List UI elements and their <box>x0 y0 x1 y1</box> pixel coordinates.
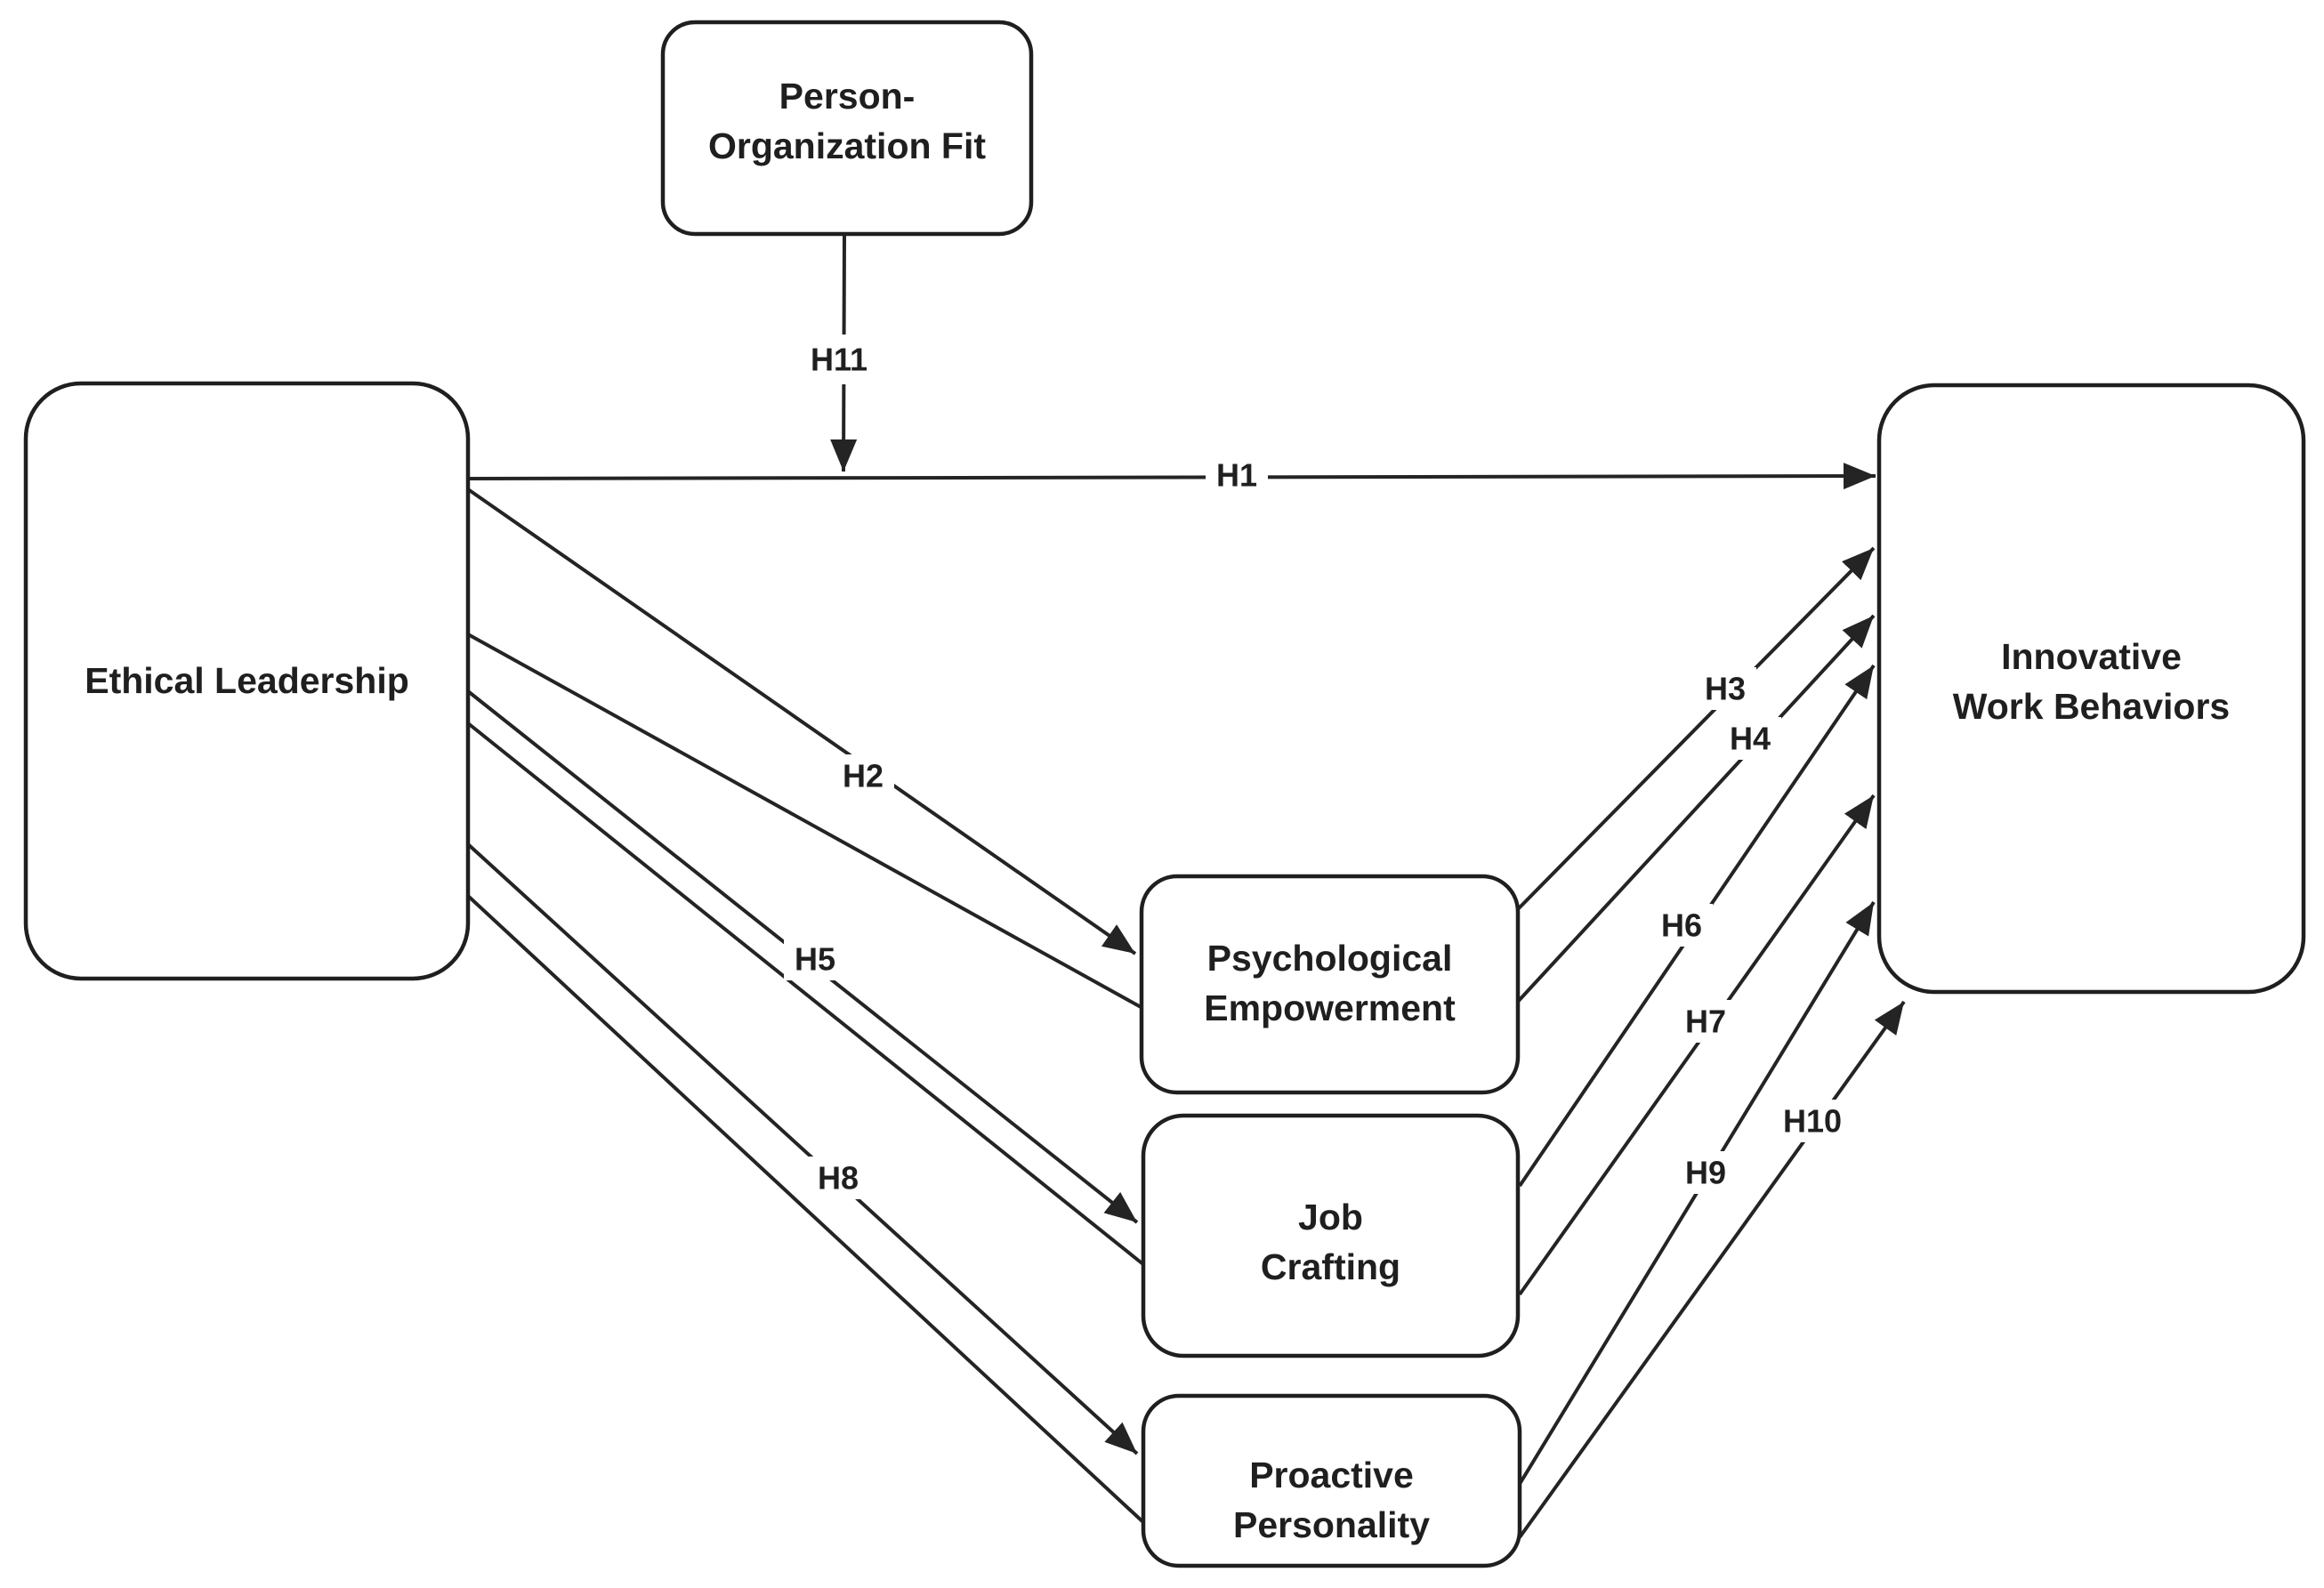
node-innovative-work-behaviors <box>1876 383 2306 995</box>
edge-label-bg-H2 <box>832 754 894 797</box>
edge-path-el-jc-2 <box>466 721 1146 1267</box>
edge-label-bg-H4 <box>1719 717 1781 760</box>
edge-path-el-pp-2 <box>466 894 1146 1525</box>
edge-H10 <box>1518 1000 1906 1539</box>
edge-label-H9: H9 <box>1685 1155 1726 1191</box>
edge-H7 <box>1518 794 1876 1296</box>
edge-H3 <box>1516 546 1876 911</box>
node-proactive-personality <box>1141 1393 1522 1568</box>
edge-label-H8: H8 <box>818 1160 859 1197</box>
edge-label-H7: H7 <box>1685 1004 1726 1040</box>
edge-H4 <box>1514 614 1876 1005</box>
edge-label-H6: H6 <box>1661 907 1702 944</box>
node-label-person-organization-fit: Person-Organization Fit <box>708 76 986 166</box>
edge-path-el-pe-2 <box>467 633 1143 1010</box>
edge-label-H10: H10 <box>1783 1103 1842 1140</box>
edge-label-bg-H5 <box>784 938 846 980</box>
edge-H8 <box>466 842 1139 1455</box>
edge-label-bg-H3 <box>1694 667 1756 710</box>
edge-label-H3: H3 <box>1705 671 1746 707</box>
edge-label-bg-H11 <box>797 335 881 384</box>
node-ethical-leadership <box>23 381 471 981</box>
edge-label-bg-H7 <box>1674 1000 1737 1043</box>
edge-label-H5: H5 <box>795 941 835 978</box>
edge-label-bg-H10 <box>1771 1100 1854 1142</box>
edge-label-bg-H1 <box>1206 454 1268 496</box>
edge-label-H2: H2 <box>843 758 884 794</box>
node-psychological-empowerment <box>1139 874 1521 1095</box>
edge-label-H4: H4 <box>1730 721 1771 757</box>
node-job-crafting <box>1141 1113 1521 1358</box>
edge-label-bg-H8 <box>807 1157 869 1199</box>
edge-label-H11: H11 <box>811 342 867 378</box>
edge-label-bg-H6 <box>1650 904 1713 947</box>
edge-label-H1: H1 <box>1216 457 1257 494</box>
edge-label-bg-H9 <box>1674 1151 1737 1194</box>
edge-H1 <box>467 463 1876 490</box>
node-person-organization-fit <box>660 20 1034 237</box>
node-label-ethical-leadership: Ethical Leadership <box>85 660 409 701</box>
edge-H2 <box>466 488 1137 955</box>
